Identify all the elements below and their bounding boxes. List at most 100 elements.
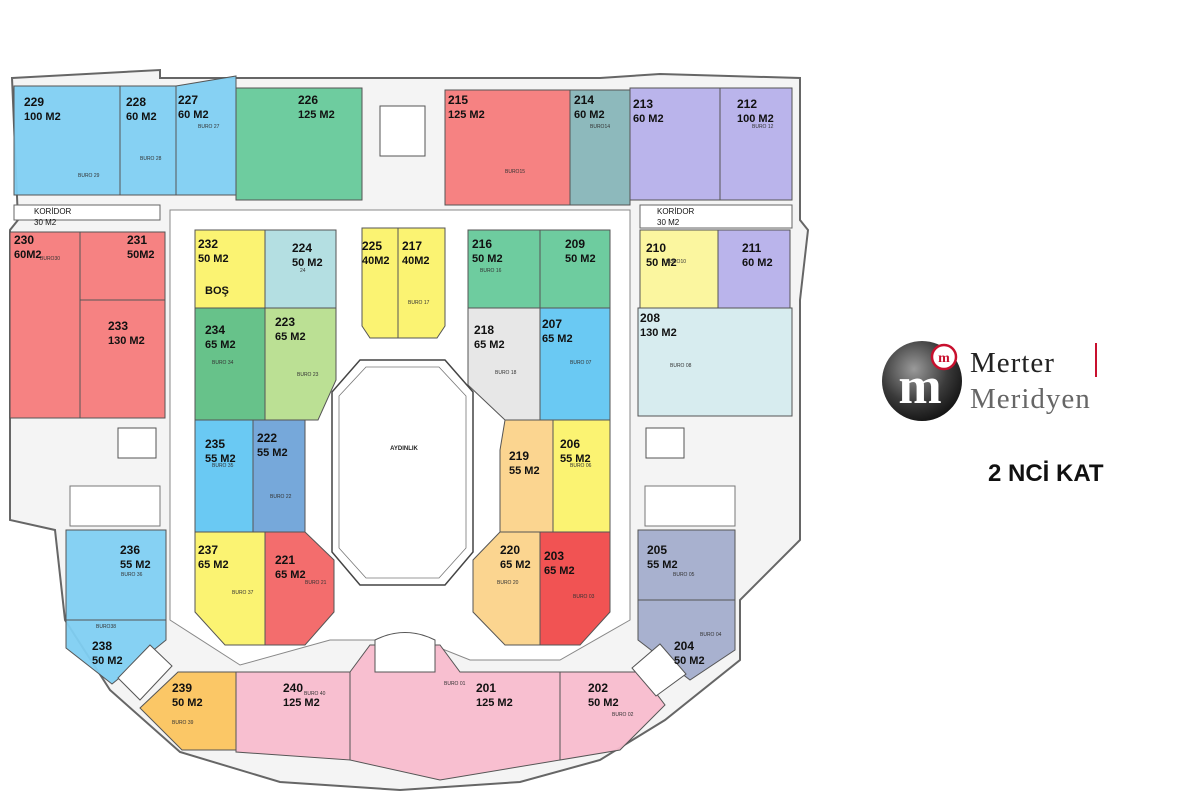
unit-area-240: 125 M2 (283, 697, 320, 709)
unit-sublabel-212: BURO 12 (752, 124, 774, 130)
unit-sublabel-239: BURO 39 (172, 720, 194, 726)
brand-block: m m Merter Meridyen (880, 335, 1140, 425)
central-atrium (331, 359, 474, 586)
unit-233[interactable] (79, 299, 166, 419)
unit-231[interactable] (79, 231, 166, 301)
unit-number-230: 230 (14, 233, 34, 247)
logo-letter: m (898, 358, 941, 415)
unit-sublabel-214: BURO14 (590, 124, 610, 130)
unit-sublabel-220: BURO 20 (497, 580, 519, 586)
unit-226[interactable] (235, 87, 363, 201)
unit-sublabel-222: BURO 22 (270, 494, 292, 500)
unit-sublabel-204: BURO 04 (700, 632, 722, 638)
unit-sublabel-228: BURO 28 (140, 156, 162, 162)
unit-212[interactable] (719, 87, 793, 201)
unit-number-225: 225 (362, 239, 382, 253)
unit-area-232: 50 M2 (198, 253, 229, 265)
unit-number-201: 201 (476, 681, 496, 695)
unit-number-207: 207 (542, 317, 562, 331)
unit-sublabel-240: BURO 40 (304, 691, 326, 697)
unit-204[interactable] (637, 599, 736, 681)
unit-number-210: 210 (646, 241, 666, 255)
unit-area-212: 100 M2 (737, 113, 774, 125)
unit-area-227: 60 M2 (178, 109, 209, 121)
unit-area-229: 100 M2 (24, 111, 61, 123)
unit-223[interactable] (264, 307, 337, 421)
unit-number-206: 206 (560, 437, 580, 451)
unit-number-233: 233 (108, 319, 128, 333)
unit-sublabel-237: BURO 37 (232, 590, 254, 596)
unit-area-230: 60M2 (14, 249, 42, 261)
unit-215[interactable] (444, 89, 571, 206)
unit-area-202: 50 M2 (588, 697, 619, 709)
unit-sublabel-229: BURO 29 (78, 173, 100, 179)
unit-number-223: 223 (275, 315, 295, 329)
brand-name-line1: Merter (970, 347, 1055, 379)
unit-202[interactable] (559, 671, 666, 761)
unit-sublabel-215: BURO15 (505, 169, 525, 175)
unit-number-202: 202 (588, 681, 608, 695)
unit-area-231: 50M2 (127, 249, 155, 261)
stairs-north (379, 105, 426, 157)
corridor-east-name: KORİDOR (657, 207, 695, 216)
atrium-label: AYDINLIK (390, 446, 418, 452)
corridor-west-area: 30 M2 (34, 218, 57, 227)
unit-sublabel-207: BURO 07 (570, 360, 592, 366)
unit-area-236: 55 M2 (120, 559, 151, 571)
unit-number-235: 235 (205, 437, 225, 451)
unit-sublabel-227: BURO 27 (198, 124, 220, 130)
unit-number-231: 231 (127, 233, 147, 247)
unit-sublabel-223: BURO 23 (297, 372, 319, 378)
unit-sublabel-224: 24 (300, 268, 306, 274)
unit-area-225: 40M2 (362, 255, 390, 267)
unit-number-217: 217 (402, 239, 422, 253)
unit-number-224: 224 (292, 241, 312, 255)
unit-221[interactable] (264, 531, 335, 646)
unit-number-213: 213 (633, 97, 653, 111)
unit-number-214: 214 (574, 93, 594, 107)
unit-236[interactable] (65, 529, 167, 621)
unit-number-240: 240 (283, 681, 303, 695)
wc-west (69, 485, 161, 527)
central-atrium-inner (338, 366, 467, 579)
unit-area-213: 60 M2 (633, 113, 664, 125)
logo-badge-letter: m (938, 351, 950, 366)
unit-237[interactable] (194, 531, 266, 646)
corridor-east (639, 204, 793, 229)
unit-number-229: 229 (24, 95, 44, 109)
unit-area-208: 130 M2 (640, 327, 677, 339)
unit-area-214: 60 M2 (574, 109, 605, 121)
corridor-east-area: 30 M2 (657, 218, 680, 227)
unit-area-237: 65 M2 (198, 559, 229, 571)
unit-area-224: 50 M2 (292, 257, 323, 269)
units-layer (9, 75, 793, 781)
unit-area-207: 65 M2 (542, 333, 573, 345)
unit-area-210: 50 M2 (646, 257, 677, 269)
unit-203[interactable] (539, 531, 611, 646)
unit-area-239: 50 M2 (172, 697, 203, 709)
unit-number-236: 236 (120, 543, 140, 557)
unit-number-227: 227 (178, 93, 198, 107)
unit-number-204: 204 (674, 639, 694, 653)
unit-225[interactable] (361, 227, 399, 339)
unit-area-222: 55 M2 (257, 447, 288, 459)
unit-sublabel-203: BURO 03 (573, 594, 595, 600)
unit-number-222: 222 (257, 431, 277, 445)
unit-number-208: 208 (640, 311, 660, 325)
unit-area-220: 65 M2 (500, 559, 531, 571)
unit-number-205: 205 (647, 543, 667, 557)
unit-area-206: 55 M2 (560, 453, 591, 465)
stairs-south (374, 632, 436, 673)
stairs-southwest (117, 644, 173, 701)
unit-sublabel-236: BURO 36 (121, 572, 143, 578)
unit-214[interactable] (569, 89, 631, 206)
unit-sublabel-217: BURO 17 (408, 300, 430, 306)
unit-area-209: 50 M2 (565, 253, 596, 265)
unit-208[interactable] (637, 307, 793, 417)
unit-number-220: 220 (500, 543, 520, 557)
floor-label: 2 NCİ KAT (988, 460, 1104, 487)
unit-sublabel-201: BURO 01 (444, 681, 466, 687)
unit-area-221: 65 M2 (275, 569, 306, 581)
unit-217[interactable] (397, 227, 446, 339)
